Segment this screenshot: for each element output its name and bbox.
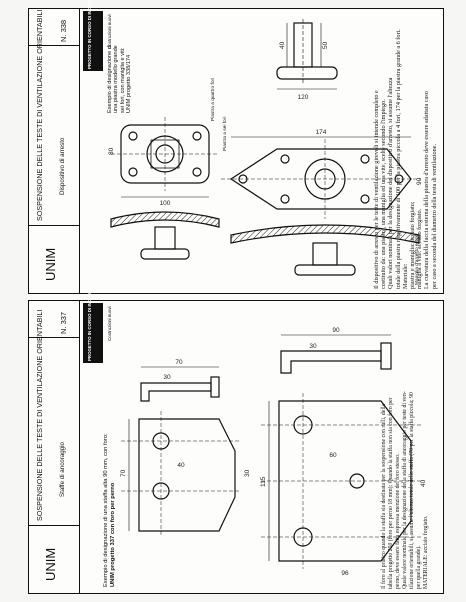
svg-text:70: 70: [120, 469, 127, 477]
curved-profile-large: [230, 224, 420, 276]
technical-drawing-337: 70 30 70 40 30: [120, 327, 427, 577]
svg-text:174: 174: [316, 129, 327, 136]
document-sheet: N. 338 SOSPENSIONE DELLE TESTE DI VENTIL…: [28, 0, 444, 594]
sheet-subtitle-337: Staffe di ancoraggio: [59, 442, 66, 497]
title-strip-337: N. 337 SOSPENSIONE DELLE TESTE DI VENTIL…: [29, 301, 80, 593]
small-bracket-plan-view: [121, 411, 241, 537]
svg-text:40: 40: [177, 462, 185, 469]
brand-338: UNIM: [43, 247, 58, 281]
description-337: Il foro al pratico quando la staffa sia …: [381, 391, 429, 589]
standard-sheet-338: N. 338 SOSPENSIONE DELLE TESTE DI VENTIL…: [28, 0, 444, 294]
four-hole-plate-drawing: [111, 117, 219, 198]
six-hole-plate-drawing: [221, 136, 421, 219]
svg-text:60: 60: [329, 452, 337, 459]
sheet-title-338: SOSPENSIONE DELLE TESTE DI VENTILAZIONE …: [35, 9, 44, 221]
svg-text:90: 90: [332, 327, 340, 334]
sheet-number-338: N. 338: [59, 19, 68, 42]
title-strip-338: N. 338 SOSPENSIONE DELLE TESTE DI VENTIL…: [29, 9, 80, 293]
label-four-hole: Piastra a quattro fori: [211, 77, 216, 121]
t-handle-drawing: [276, 19, 338, 90]
standard-sheet-337: N. 337 SOSPENSIONE DELLE TESTE DI VENTIL…: [28, 283, 444, 594]
svg-text:120: 120: [298, 94, 309, 101]
label-six-hole: Piastra a sei fori: [223, 116, 228, 151]
sheet-number-337: N. 337: [59, 311, 68, 334]
svg-text:100: 100: [160, 200, 171, 207]
svg-text:50: 50: [322, 41, 329, 49]
description-338: Il dispositivo di arresto per le teste d…: [373, 29, 438, 289]
sheet-subtitle-338: Dispositivo di arresto: [59, 137, 66, 195]
sheet-title-337: SOSPENSIONE DELLE TESTE DI VENTILAZIONE …: [35, 309, 44, 521]
svg-text:80: 80: [108, 147, 115, 155]
svg-text:40: 40: [420, 479, 427, 487]
large-bracket-side-view: [280, 334, 392, 374]
svg-text:70: 70: [175, 359, 183, 366]
status-badge-338: PROGETTO IN CORSO DI INCHIESTA: [83, 0, 103, 71]
svg-text:30: 30: [244, 469, 251, 477]
large-bracket-plan-view: [261, 393, 421, 569]
technical-drawing-338: 120 50 40 100 80: [108, 19, 423, 276]
status-badge-337: PROGETTO IN CORSO DI INCHIESTA: [83, 283, 103, 363]
svg-text:90: 90: [416, 177, 423, 185]
svg-text:115: 115: [260, 476, 267, 487]
svg-text:30: 30: [163, 374, 171, 381]
small-bracket-side-view: [140, 366, 220, 402]
curved-profile-small: [110, 211, 220, 260]
svg-text:40: 40: [279, 41, 286, 49]
brand-337: UNIM: [43, 547, 58, 581]
svg-text:96: 96: [341, 570, 349, 577]
svg-text:30: 30: [309, 343, 317, 350]
